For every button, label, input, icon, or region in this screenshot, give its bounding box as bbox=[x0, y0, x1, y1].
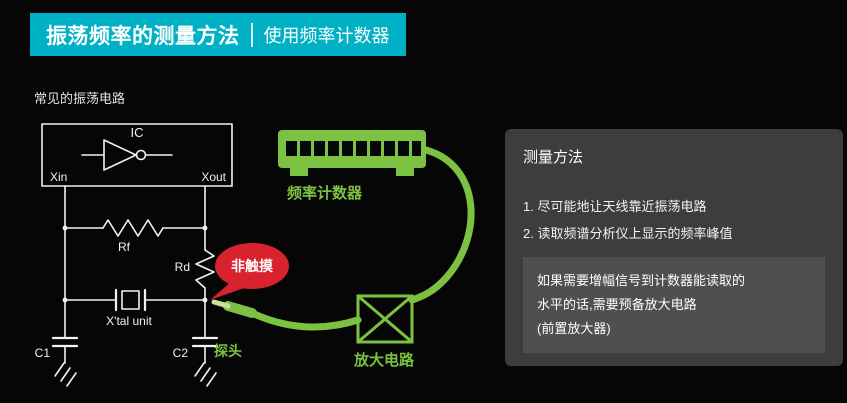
ground-icon bbox=[194, 362, 217, 387]
c1-label: C1 bbox=[35, 346, 51, 360]
oscillator-circuit: IC Xin Xout Rf Rd X'tal unit bbox=[35, 123, 233, 387]
amplifier-label: 放大电路 bbox=[354, 352, 415, 369]
amplifier-note: 如果需要增幅信号到计数器能读取的 水平的话,需要预备放大电路 (前置放大器) bbox=[523, 257, 825, 353]
rf-resistor bbox=[102, 219, 164, 237]
no-touch-callout: 非触摸 bbox=[210, 243, 289, 300]
crystal-icon bbox=[121, 290, 140, 310]
rd-resistor bbox=[195, 249, 215, 289]
xtal-label: X'tal unit bbox=[106, 314, 152, 328]
note-line-3: (前置放大器) bbox=[537, 321, 611, 336]
rf-label: Rf bbox=[118, 240, 131, 254]
note-line-2: 水平的话,需要预备放大电路 bbox=[537, 297, 697, 312]
note-line-1: 如果需要增幅信号到计数器能读取的 bbox=[537, 273, 746, 288]
title-banner: 振荡频率的测量方法 使用频率计数器 bbox=[30, 13, 406, 56]
no-touch-label: 非触摸 bbox=[231, 258, 274, 274]
probe-tip bbox=[211, 299, 257, 318]
ic-label: IC bbox=[131, 125, 144, 140]
amplifier-icon bbox=[356, 294, 414, 344]
c2-label: C2 bbox=[173, 346, 189, 360]
inverter-icon bbox=[103, 139, 137, 171]
page-subtitle: 使用频率计数器 bbox=[263, 25, 390, 46]
xout-label: Xout bbox=[201, 170, 226, 184]
circuit-caption: 常见的振荡电路 bbox=[34, 91, 126, 106]
probe-label: 探头 bbox=[214, 343, 242, 359]
panel-title: 测量方法 bbox=[523, 149, 584, 166]
frequency-counter-icon bbox=[278, 130, 426, 176]
rd-label: Rd bbox=[175, 260, 190, 274]
xin-label: Xin bbox=[50, 170, 67, 184]
page-title: 振荡频率的测量方法 bbox=[46, 24, 240, 48]
step-item-2: 2. 读取频谱分析仪上显示的频率峰值 bbox=[523, 226, 733, 241]
probe-cable bbox=[248, 146, 475, 331]
measurement-method-panel: 测量方法 1. 尽可能地让天线靠近振荡电路 2. 读取频谱分析仪上显示的频率峰值… bbox=[505, 129, 843, 366]
ic-box bbox=[41, 123, 233, 187]
frequency-counter-label: 频率计数器 bbox=[287, 185, 363, 202]
ground-icon bbox=[54, 362, 77, 387]
step-item-1: 1. 尽可能地让天线靠近振荡电路 bbox=[523, 199, 707, 214]
banner-divider bbox=[250, 22, 253, 47]
